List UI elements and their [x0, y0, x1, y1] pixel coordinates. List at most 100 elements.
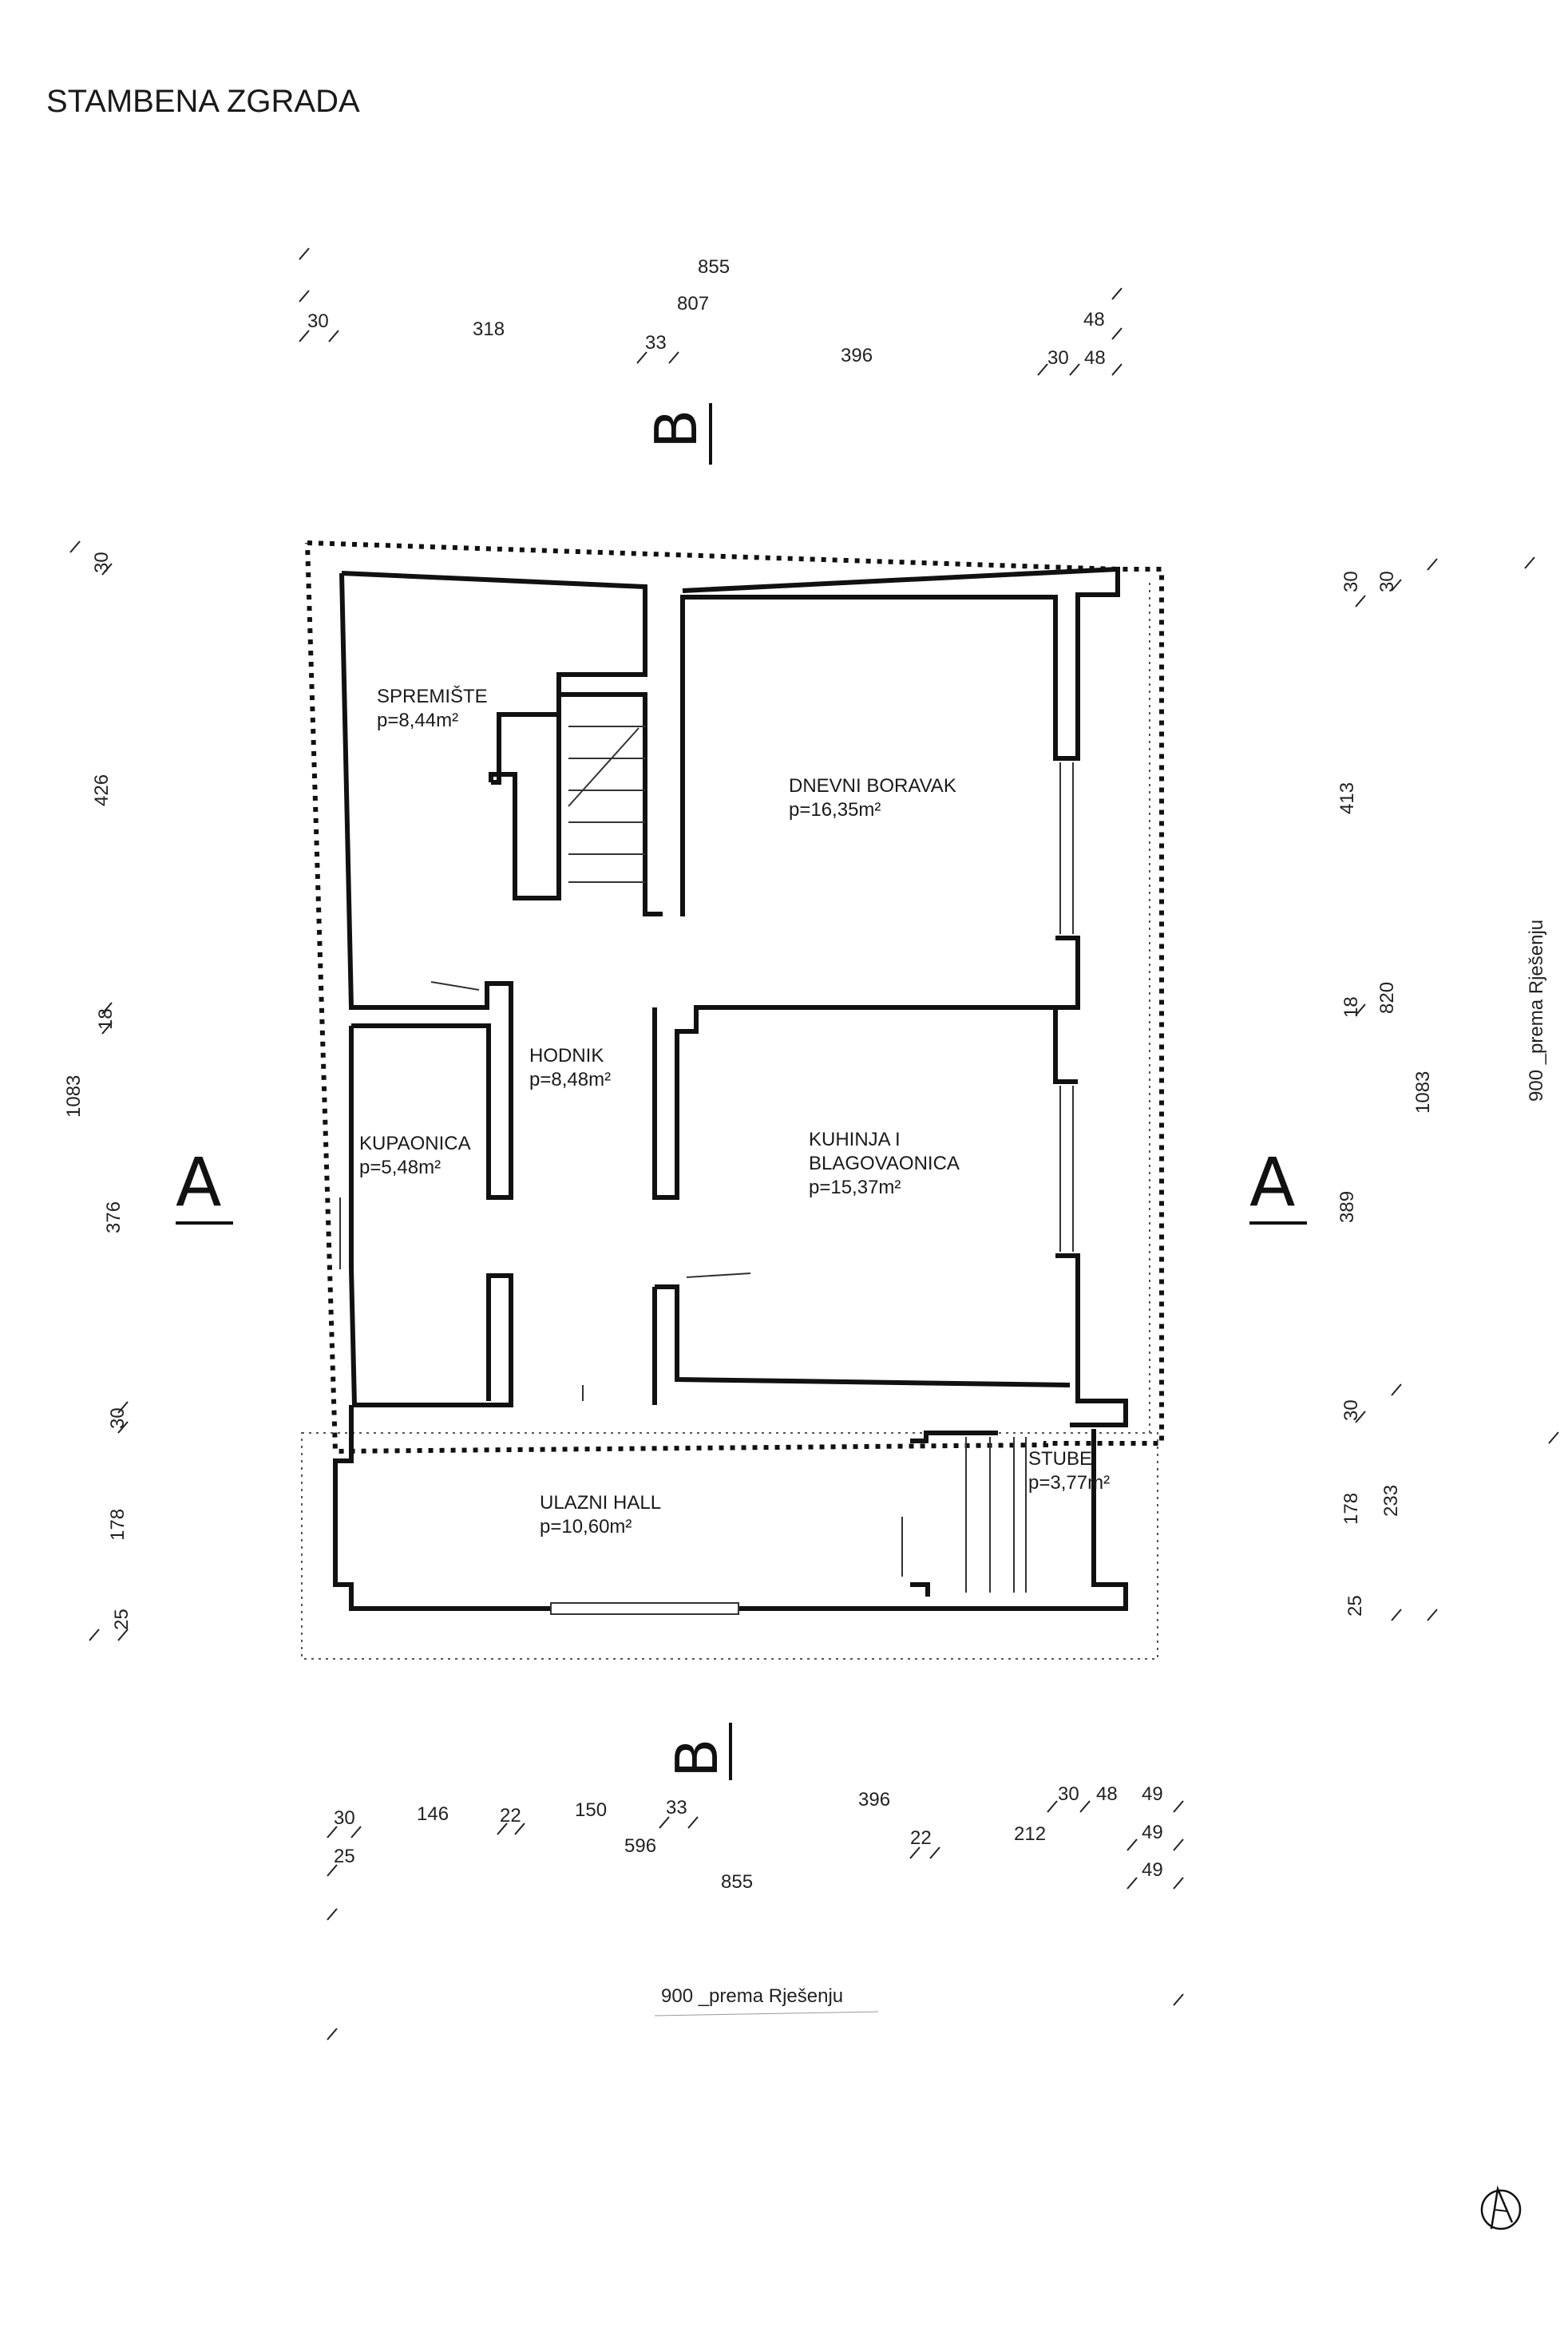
dim-left-1083: 1083: [63, 1075, 85, 1118]
property-boundary: [301, 540, 1164, 1660]
dim-bottom-25: 25: [334, 1846, 355, 1867]
dim-right-820: 820: [1376, 982, 1398, 1014]
dim-tick: [1427, 1609, 1438, 1621]
dim-tick: [89, 1629, 100, 1641]
dim-left-178: 178: [107, 1509, 129, 1541]
walls: [333, 566, 1128, 1611]
dim-left-18: 18: [95, 1008, 117, 1030]
dim-tick: [1173, 1800, 1184, 1813]
dim-right-30c: 30: [1340, 1399, 1362, 1421]
dim-bottom-30: 30: [334, 1807, 355, 1829]
dim-top-30b: 30: [1047, 347, 1069, 369]
section-a-left: A: [176, 1143, 221, 1221]
dim-bottom-49c: 49: [1142, 1859, 1163, 1881]
dim-tick: [1079, 1800, 1091, 1813]
dim-bottom-49a: 49: [1142, 1783, 1163, 1805]
dim-tick: [117, 1421, 129, 1434]
dim-right-389: 389: [1336, 1191, 1358, 1223]
wall-hall-bottom-right: [738, 1429, 1128, 1611]
dim-top-33: 33: [645, 332, 667, 354]
wall-hall-stair-bottom: [910, 1582, 930, 1597]
room-kuhinja-name: KUHINJA I: [809, 1129, 901, 1150]
dim-tick: [1111, 327, 1123, 340]
dim-tick: [929, 1846, 940, 1859]
dim-right-30b: 30: [1376, 571, 1398, 592]
dim-tick: [1355, 595, 1366, 608]
dim-right-178: 178: [1340, 1493, 1362, 1525]
room-spremiste-area: p=8,44m²: [377, 710, 458, 731]
dim-right-900: 900 _prema Rješenju: [1526, 920, 1547, 1102]
section-b-top: B: [643, 410, 710, 449]
dim-bottom-150: 150: [575, 1799, 607, 1821]
stair-direction-line: [568, 727, 639, 807]
dim-right-18: 18: [1340, 996, 1362, 1018]
room-kupaonica-name: KUPAONICA: [359, 1133, 471, 1154]
room-hodnik-area: p=8,48m²: [529, 1069, 611, 1090]
room-stube-area: p=3,77m²: [1028, 1472, 1110, 1494]
dim-bottom-33: 33: [666, 1797, 687, 1819]
section-b-bottom: B: [663, 1739, 731, 1778]
dim-tick: [1391, 1383, 1402, 1396]
door-swing-kitchen: [686, 1272, 751, 1278]
dim-tick: [299, 247, 310, 260]
door-swing-spremiste: [430, 981, 480, 991]
dim-tick: [687, 1816, 699, 1829]
entrance-glazing: [550, 1602, 739, 1615]
dim-tick: [327, 1864, 338, 1877]
room-kupaonica-area: p=5,48m²: [359, 1157, 441, 1178]
dim-top-855: 855: [698, 256, 730, 278]
outer-dotted-outline: [301, 1432, 1158, 1660]
dim-left-426: 426: [91, 774, 113, 806]
dim-tick: [1173, 1877, 1184, 1890]
dim-right-1083: 1083: [1412, 1071, 1434, 1114]
wall-kitchen-top: [652, 1005, 1046, 1200]
dim-tick: [909, 1846, 921, 1859]
dim-tick: [1173, 1838, 1184, 1851]
dim-tick: [1524, 556, 1535, 569]
drawing-title: STAMBENA ZGRADA: [46, 84, 360, 119]
dim-tick: [327, 1826, 338, 1838]
dim-right-25: 25: [1344, 1595, 1366, 1617]
dim-tick: [327, 2028, 338, 2040]
wall-hall-left: [333, 1405, 551, 1611]
dim-top-48a: 48: [1083, 309, 1105, 330]
north-arrow-bar: [1494, 2209, 1508, 2212]
dim-tick: [1111, 363, 1123, 376]
dimensions-left: 30 426 18 1083 376 30 178 25: [63, 540, 133, 1641]
wall-spremiste-left: [339, 572, 513, 1200]
wall-stair-core: [559, 692, 663, 916]
dim-bottom-30b: 30: [1058, 1783, 1079, 1805]
boundary-dotted-line: [305, 540, 1164, 1454]
dim-tick: [668, 351, 679, 364]
dim-bottom-212: 212: [1014, 1823, 1046, 1845]
wall-stair-left: [489, 695, 561, 900]
room-hodnik-name: HODNIK: [529, 1045, 604, 1067]
room-stube-name: STUBE: [1028, 1448, 1092, 1470]
dim-tick: [659, 1816, 670, 1829]
dim-tick: [1427, 558, 1438, 571]
room-spremiste-name: SPREMIŠTE: [377, 685, 488, 707]
dim-tick: [1548, 1431, 1559, 1444]
dim-tick: [1127, 1838, 1138, 1851]
dim-top-807: 807: [677, 293, 709, 315]
north-arrow-pointer: [1490, 2185, 1514, 2230]
dim-bottom-900: 900 _prema Rješenju: [661, 1985, 843, 2007]
north-arrow-icon: [1480, 2185, 1522, 2230]
dimensions-bottom: 30 146 22 150 33 396 30 48 49 25 596 22 …: [327, 1783, 1184, 2040]
dim-bottom-49b: 49: [1142, 1822, 1163, 1843]
wall-kitchen-right-upper: [1053, 1007, 1078, 1084]
wall-living-bottom-right: [1046, 936, 1080, 1010]
dim-tick: [514, 1823, 525, 1835]
dim-tick: [1391, 1609, 1402, 1621]
dim-tick: [1355, 1003, 1366, 1016]
dim-right-233: 233: [1380, 1485, 1402, 1517]
dim-tick: [636, 351, 647, 364]
dim-left-30: 30: [91, 552, 113, 573]
dim-bottom-48: 48: [1096, 1783, 1118, 1805]
dim-top-30: 30: [307, 311, 329, 332]
dim-bottom-396: 396: [858, 1789, 890, 1811]
dim-tick: [1047, 1800, 1058, 1813]
room-ulazni-hall-name: ULAZNI HALL: [540, 1492, 661, 1514]
dim-top-318: 318: [473, 319, 505, 340]
